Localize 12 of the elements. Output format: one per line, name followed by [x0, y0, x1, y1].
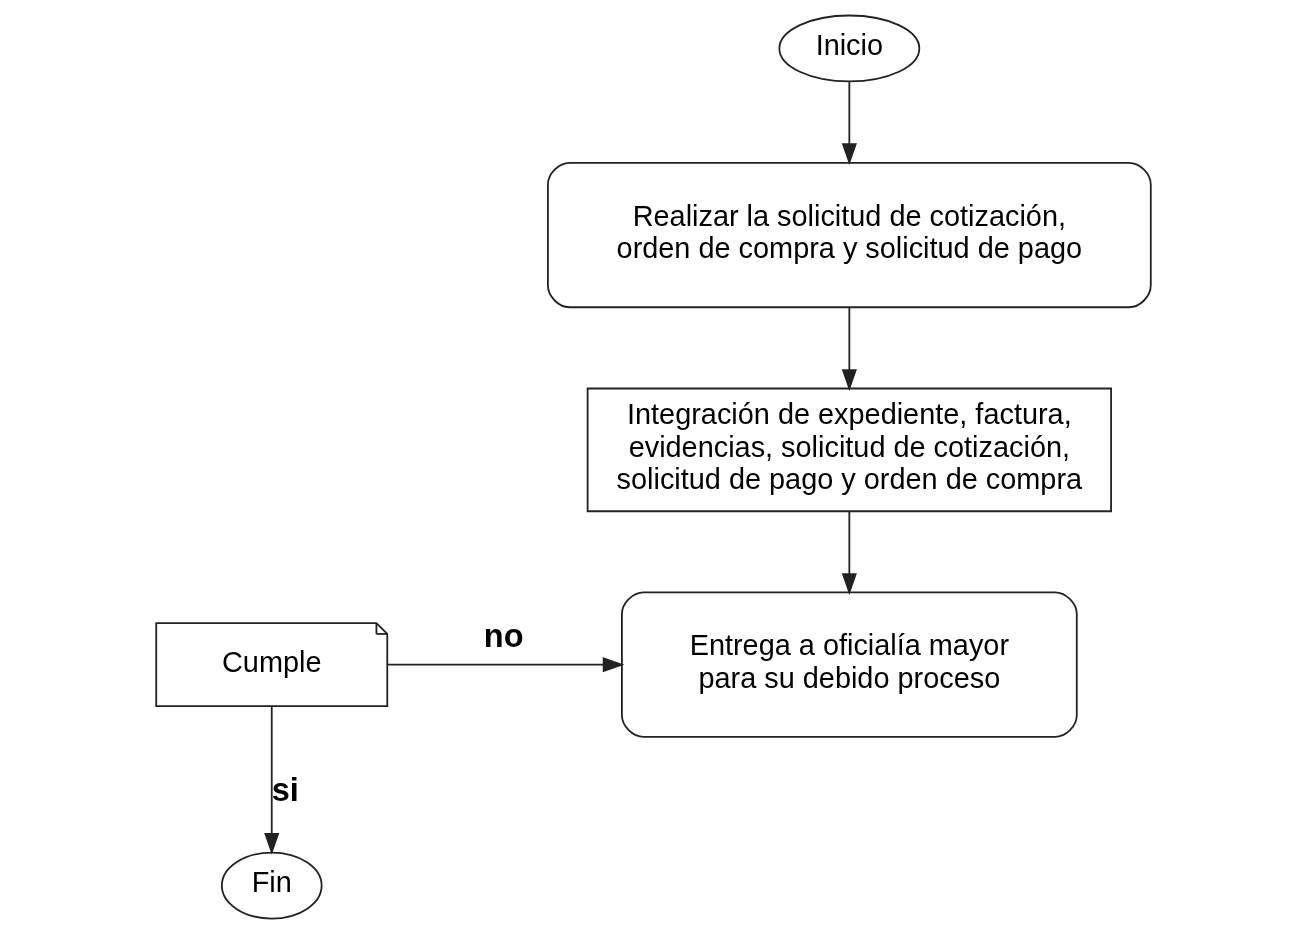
arrow: [386, 657, 624, 673]
node-box: Realizar la solicitud de cotización, orden de compra y solicitud de pago: [546, 161, 1152, 309]
edge-label: no: [483, 618, 524, 655]
node-ellipse: Fin: [220, 851, 323, 920]
arrow: [263, 705, 279, 855]
arrow: [841, 510, 857, 595]
arrow: [841, 81, 857, 166]
arrow: [841, 306, 857, 391]
edge-label: si: [271, 771, 299, 808]
node-ellipse: Inicio: [777, 14, 920, 83]
node-box: Entrega a oficialía mayor para su debido proceso: [620, 591, 1078, 738]
node-box: Integración de expediente, factura, evidencias, solicitud de cotización, solicitud de pago y orden de compra: [586, 387, 1112, 513]
